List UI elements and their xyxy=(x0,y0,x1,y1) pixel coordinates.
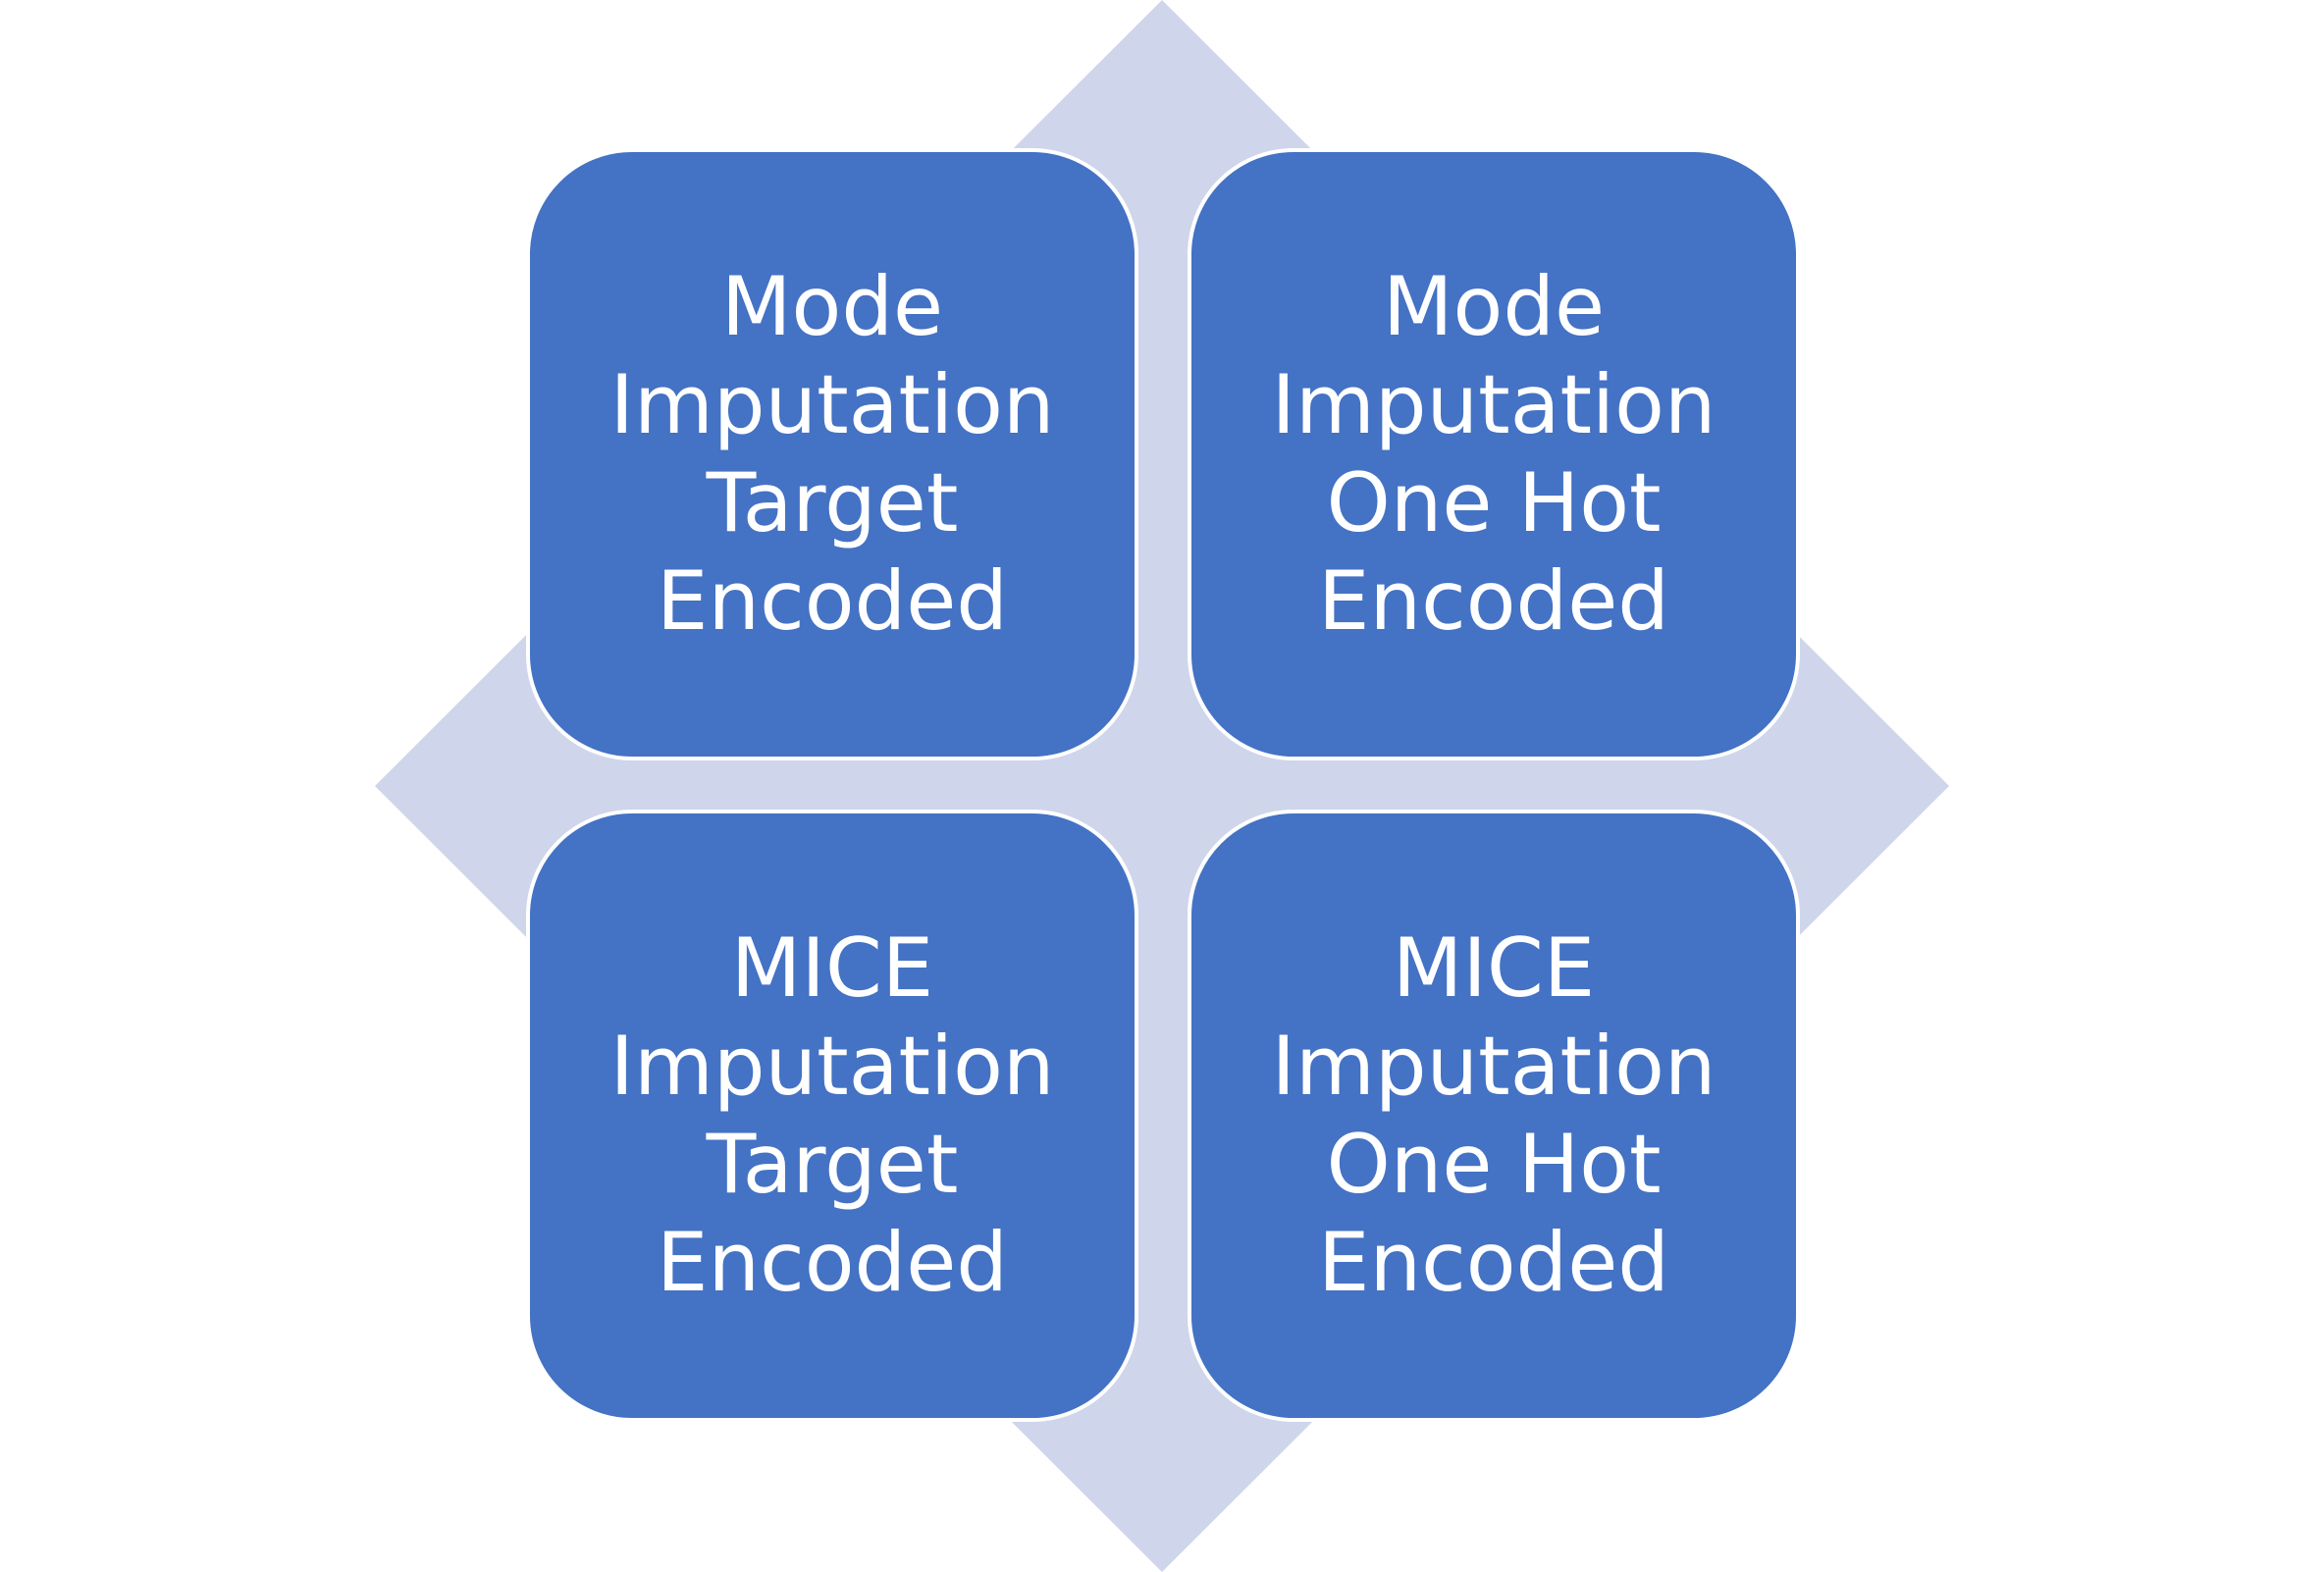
quadrant-mode-imputation-target-encoded: Mode Imputation Target Encoded xyxy=(526,148,1138,760)
quadrant-label: Mode Imputation One Hot Encoded xyxy=(1271,259,1717,649)
quadrant-label: Mode Imputation Target Encoded xyxy=(609,259,1055,649)
quadrant-mice-imputation-one-hot-encoded: MICE Imputation One Hot Encoded xyxy=(1188,810,1800,1422)
quadrant-label: MICE Imputation One Hot Encoded xyxy=(1271,920,1717,1310)
quadrant-mode-imputation-one-hot-encoded: Mode Imputation One Hot Encoded xyxy=(1188,148,1800,760)
quadrant-mice-imputation-target-encoded: MICE Imputation Target Encoded xyxy=(526,810,1138,1422)
quadrant-label: MICE Imputation Target Encoded xyxy=(609,920,1055,1310)
